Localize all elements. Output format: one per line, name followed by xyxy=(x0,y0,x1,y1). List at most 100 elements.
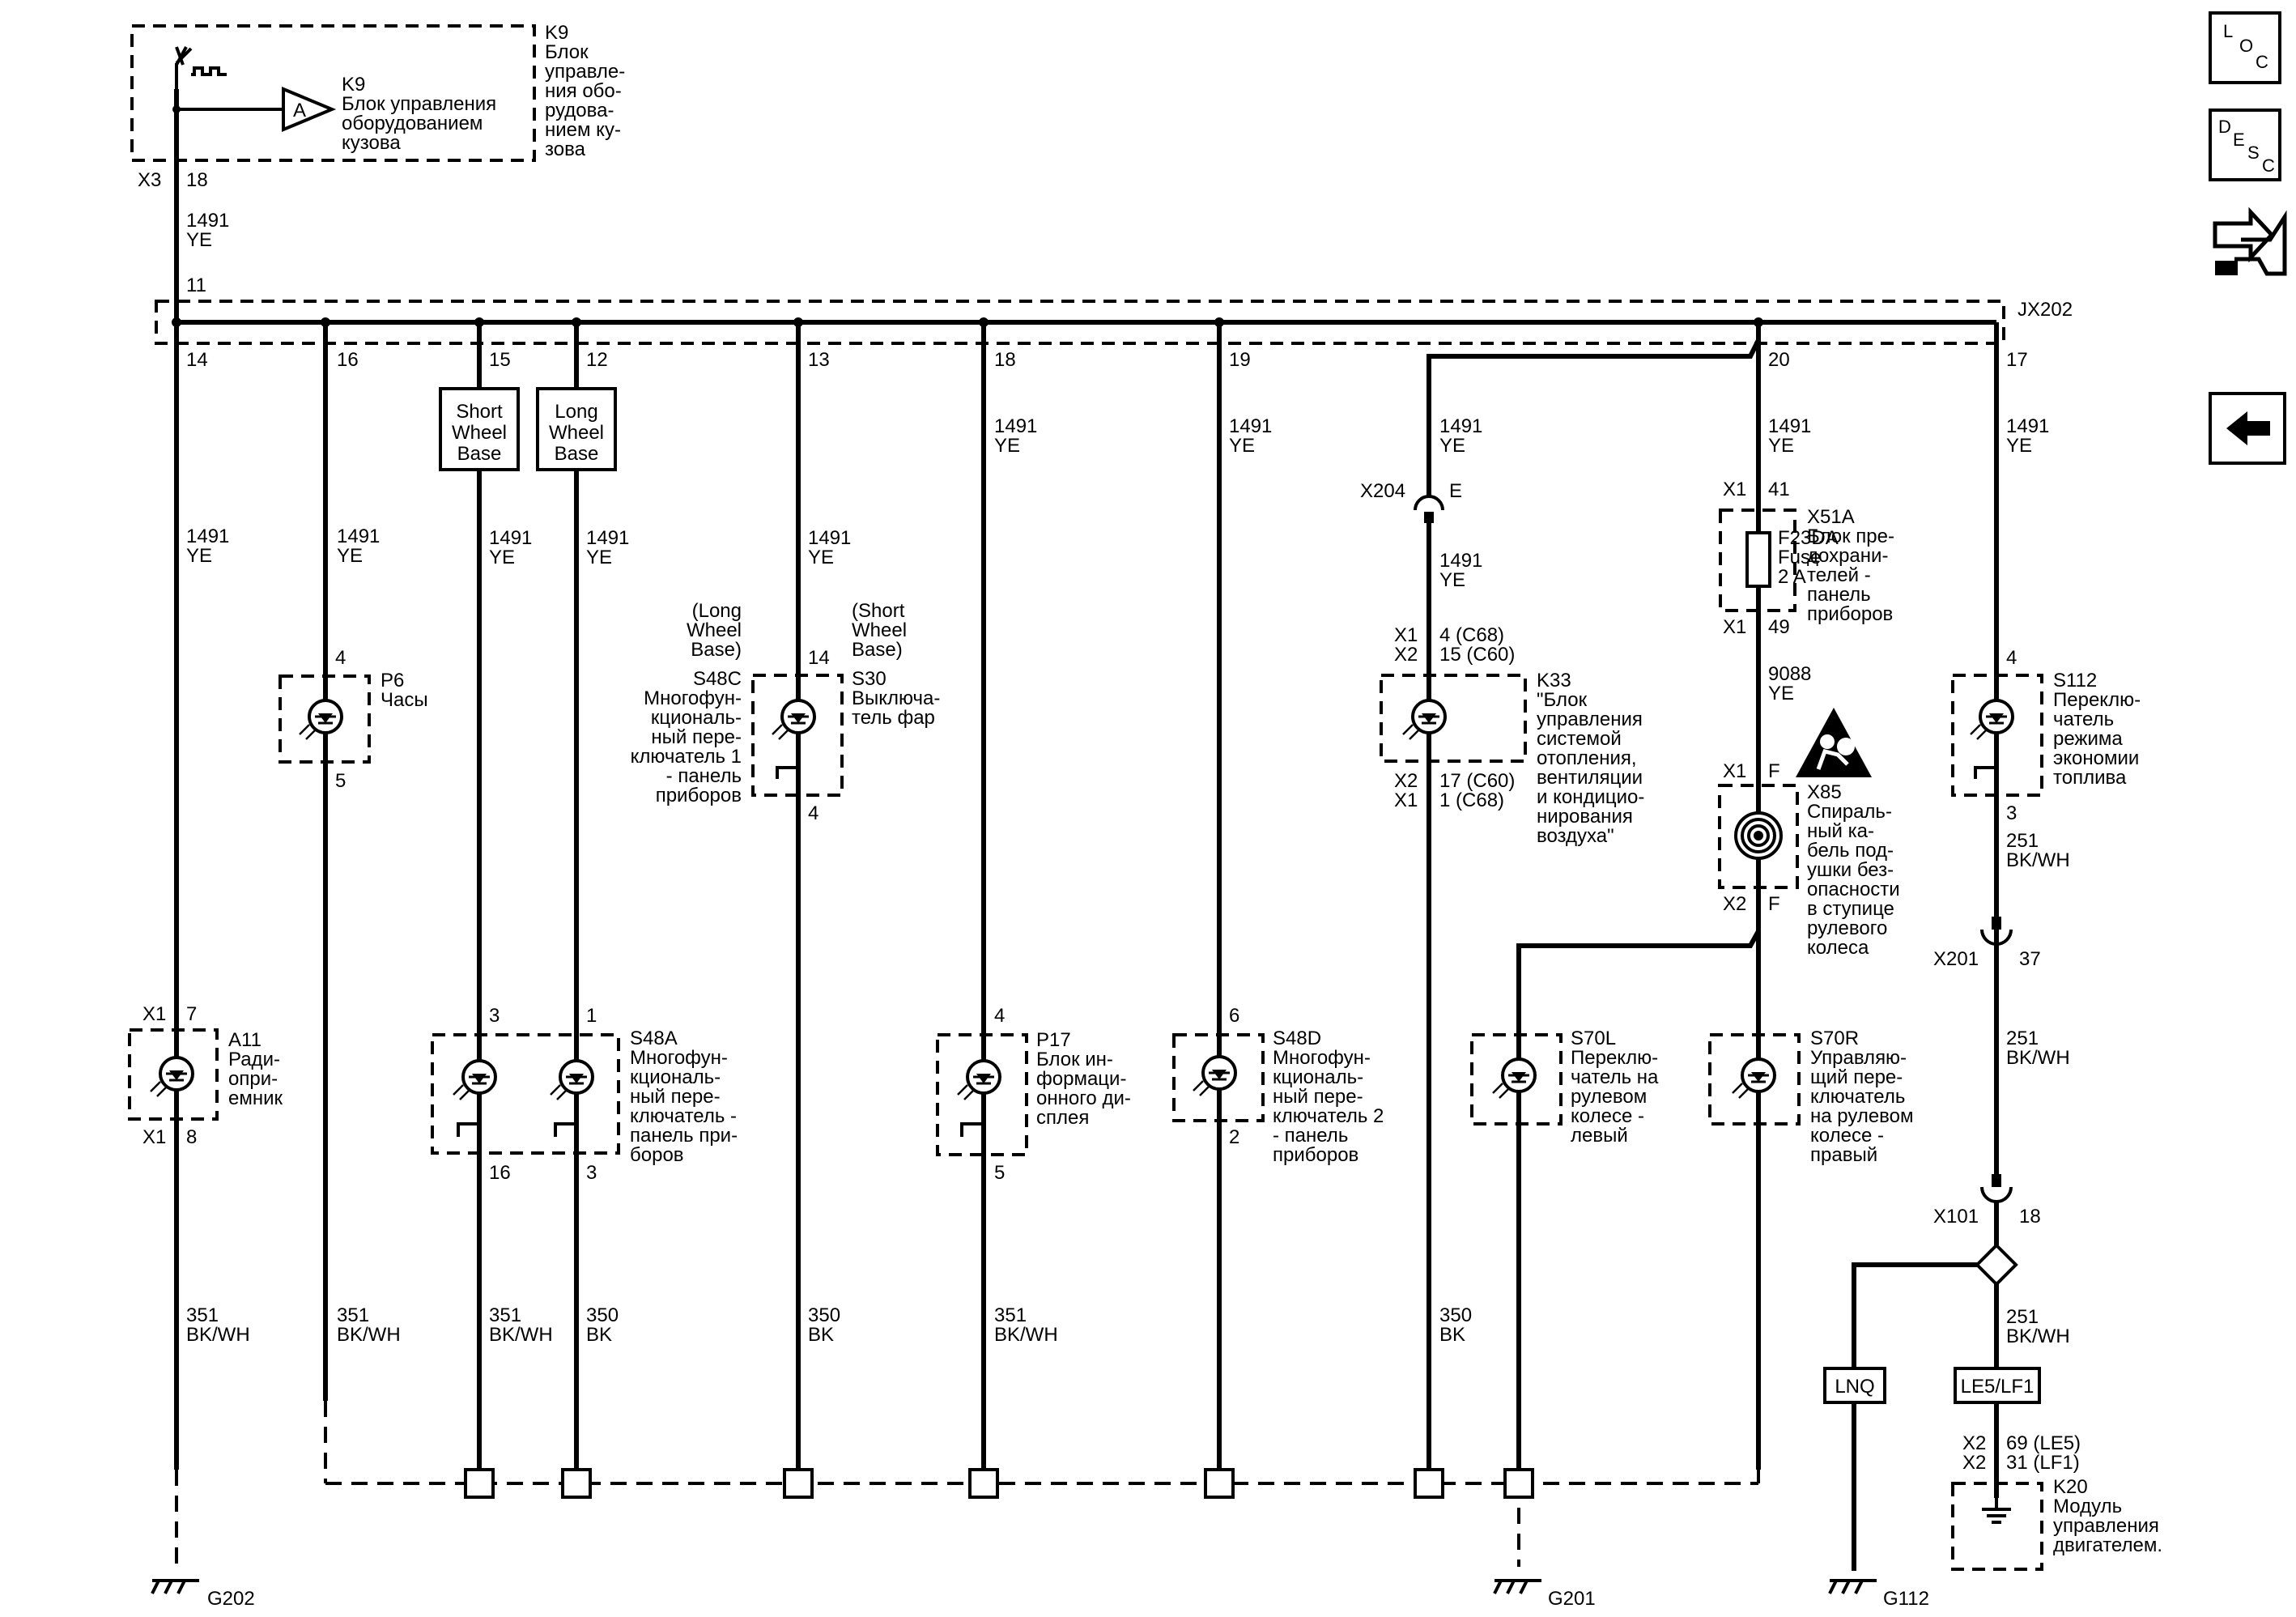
diagram-label: 251 xyxy=(2006,830,2039,852)
diagram-label: D xyxy=(2218,117,2231,137)
diagram-label: отопления, xyxy=(1537,747,1637,769)
diagram-label: YE xyxy=(1439,569,1465,591)
diagram-label: телей - xyxy=(1807,564,1871,586)
diagram-label: LE5/LF1 xyxy=(1961,1376,2035,1398)
diagram-label: чатель xyxy=(2053,709,2114,730)
diagram-label: 1491 xyxy=(1439,415,1482,437)
diagram-label: X1 xyxy=(1394,789,1418,811)
diagram-label: Выключа- xyxy=(852,687,940,709)
diagram-label: S48D xyxy=(1273,1028,1321,1049)
ground-icon xyxy=(151,1579,201,1595)
lamp-icon xyxy=(1731,1057,1776,1100)
diagram-label: F23DA xyxy=(1778,527,1839,549)
diagram-label: ушки без- xyxy=(1807,859,1894,881)
a11-radio-circuit: 1491 YE X1 7 X1 8 A11 Ради- опри- емник … xyxy=(128,322,283,1610)
diagram-label: Блок ин- xyxy=(1036,1049,1113,1070)
diagram-label: ключатель 2 xyxy=(1273,1105,1384,1127)
diagram-label: X51A xyxy=(1807,506,1855,528)
lamp-icon xyxy=(149,1056,194,1098)
diagram-label: BK/WH xyxy=(337,1324,401,1346)
diagram-label: BK xyxy=(586,1324,612,1346)
ground-g112-label: G112 xyxy=(1883,1588,1929,1610)
diagram-label: BK xyxy=(808,1324,834,1346)
back-button[interactable] xyxy=(2209,392,2286,465)
diagram-label: 69 (LE5) xyxy=(2006,1432,2081,1454)
diagram-label: C xyxy=(2262,155,2275,176)
diagram-label: BK/WH xyxy=(2006,1047,2070,1069)
diagram-label: - панель xyxy=(1273,1125,1348,1147)
diagram-label: 14 xyxy=(808,647,830,669)
connector-icon xyxy=(1503,1468,1534,1499)
fuse-icon xyxy=(1745,531,1771,588)
lamp-icon xyxy=(1969,699,2014,741)
diagram-label: вентиляции xyxy=(1537,767,1643,789)
desc-button[interactable]: D E S C xyxy=(2209,109,2281,181)
diagram-label: 14 xyxy=(186,349,208,371)
k33-hvac-circuit: 1491 YE X204 E 1491 YE X1 4 (C68) X2 15 … xyxy=(1360,322,1761,1470)
diagram-label: S70R xyxy=(1810,1028,1859,1049)
connector-x201-label: X201 xyxy=(1933,948,1979,970)
connector-view-icon[interactable] xyxy=(2213,206,2287,276)
diagram-label: режима xyxy=(2053,728,2123,750)
diagram-label: Блок пре- xyxy=(1807,526,1894,547)
diagram-label: 1491 xyxy=(586,527,629,549)
amplifier-icon xyxy=(282,87,337,132)
diagram-label: 16 xyxy=(489,1162,511,1184)
diagram-label: F xyxy=(1768,760,1780,782)
diagram-label: YE xyxy=(1439,435,1465,457)
diagram-label: ния обо- xyxy=(545,80,622,102)
diagram-label: панель xyxy=(1807,584,1871,606)
diagram-label: K33 xyxy=(1537,670,1571,691)
pin-18: 18 xyxy=(186,169,208,191)
diagram-label: K20 xyxy=(2053,1476,2088,1498)
diagram-label: нирования xyxy=(1537,806,1633,828)
amp-label: A xyxy=(293,100,306,121)
diagram-label: P6 xyxy=(381,670,404,691)
diagram-label: O xyxy=(2239,36,2253,56)
diagram-label: 17 xyxy=(2006,349,2028,371)
lamp-icon xyxy=(956,1059,1001,1101)
diagram-label: X1 xyxy=(142,1126,166,1148)
diagram-label: 4 xyxy=(808,802,818,824)
diagram-label: 15 (C60) xyxy=(1439,644,1515,666)
diagram-label: кузова xyxy=(342,132,401,154)
loc-button[interactable]: L O C xyxy=(2209,11,2281,84)
diagram-label: YE xyxy=(994,435,1020,457)
airbag-warning-icon xyxy=(1796,708,1872,777)
splice-diamond-icon xyxy=(1975,1243,2018,1287)
diagram-label: Wheel xyxy=(687,619,742,641)
diagram-label: правый xyxy=(1810,1144,1877,1166)
diagram-label: S48A xyxy=(630,1028,678,1049)
diagram-label: рудова- xyxy=(545,100,614,121)
diagram-label: ключатель 1 xyxy=(631,746,742,768)
diagram-label: LNQ xyxy=(1835,1376,1874,1398)
lamp-icon xyxy=(452,1059,497,1101)
diagram-label: 17 (C60) xyxy=(1439,770,1515,792)
ground-icon xyxy=(1828,1579,1878,1595)
diagram-label: Управляю- xyxy=(1810,1047,1907,1069)
diagram-label: зова xyxy=(545,138,586,160)
diagram-label: S112 xyxy=(2053,670,2097,691)
connector-icon xyxy=(561,1468,592,1499)
connector-icon xyxy=(1204,1468,1235,1499)
diagram-label: X1 xyxy=(1723,760,1746,782)
diagram-label: E xyxy=(1449,480,1462,502)
diagram-label: 2 A xyxy=(1778,566,1806,588)
jx202-label: JX202 xyxy=(2018,299,2073,321)
connector-icon xyxy=(464,1468,495,1499)
diagram-label: 351 xyxy=(994,1304,1027,1326)
diagram-label: E xyxy=(2233,130,2245,150)
diagram-label: онного ди- xyxy=(1036,1087,1131,1109)
diagram-label: (Long xyxy=(692,600,742,622)
diagram-label: 1 xyxy=(586,1005,597,1027)
diagram-label: рулевого xyxy=(1807,917,1887,939)
diagram-label: системой xyxy=(1537,728,1622,750)
diagram-label: тель фар xyxy=(852,707,935,729)
diagram-label: управле- xyxy=(545,61,625,83)
diagram-label: 6 xyxy=(1229,1005,1239,1027)
diagram-label: формаци- xyxy=(1036,1068,1126,1090)
jx202-pins: 14 16 15 12 13 18 19 20 17 xyxy=(186,349,2028,371)
diagram-label: 2 xyxy=(1229,1126,1239,1148)
diagram-label: YE xyxy=(2006,435,2032,457)
